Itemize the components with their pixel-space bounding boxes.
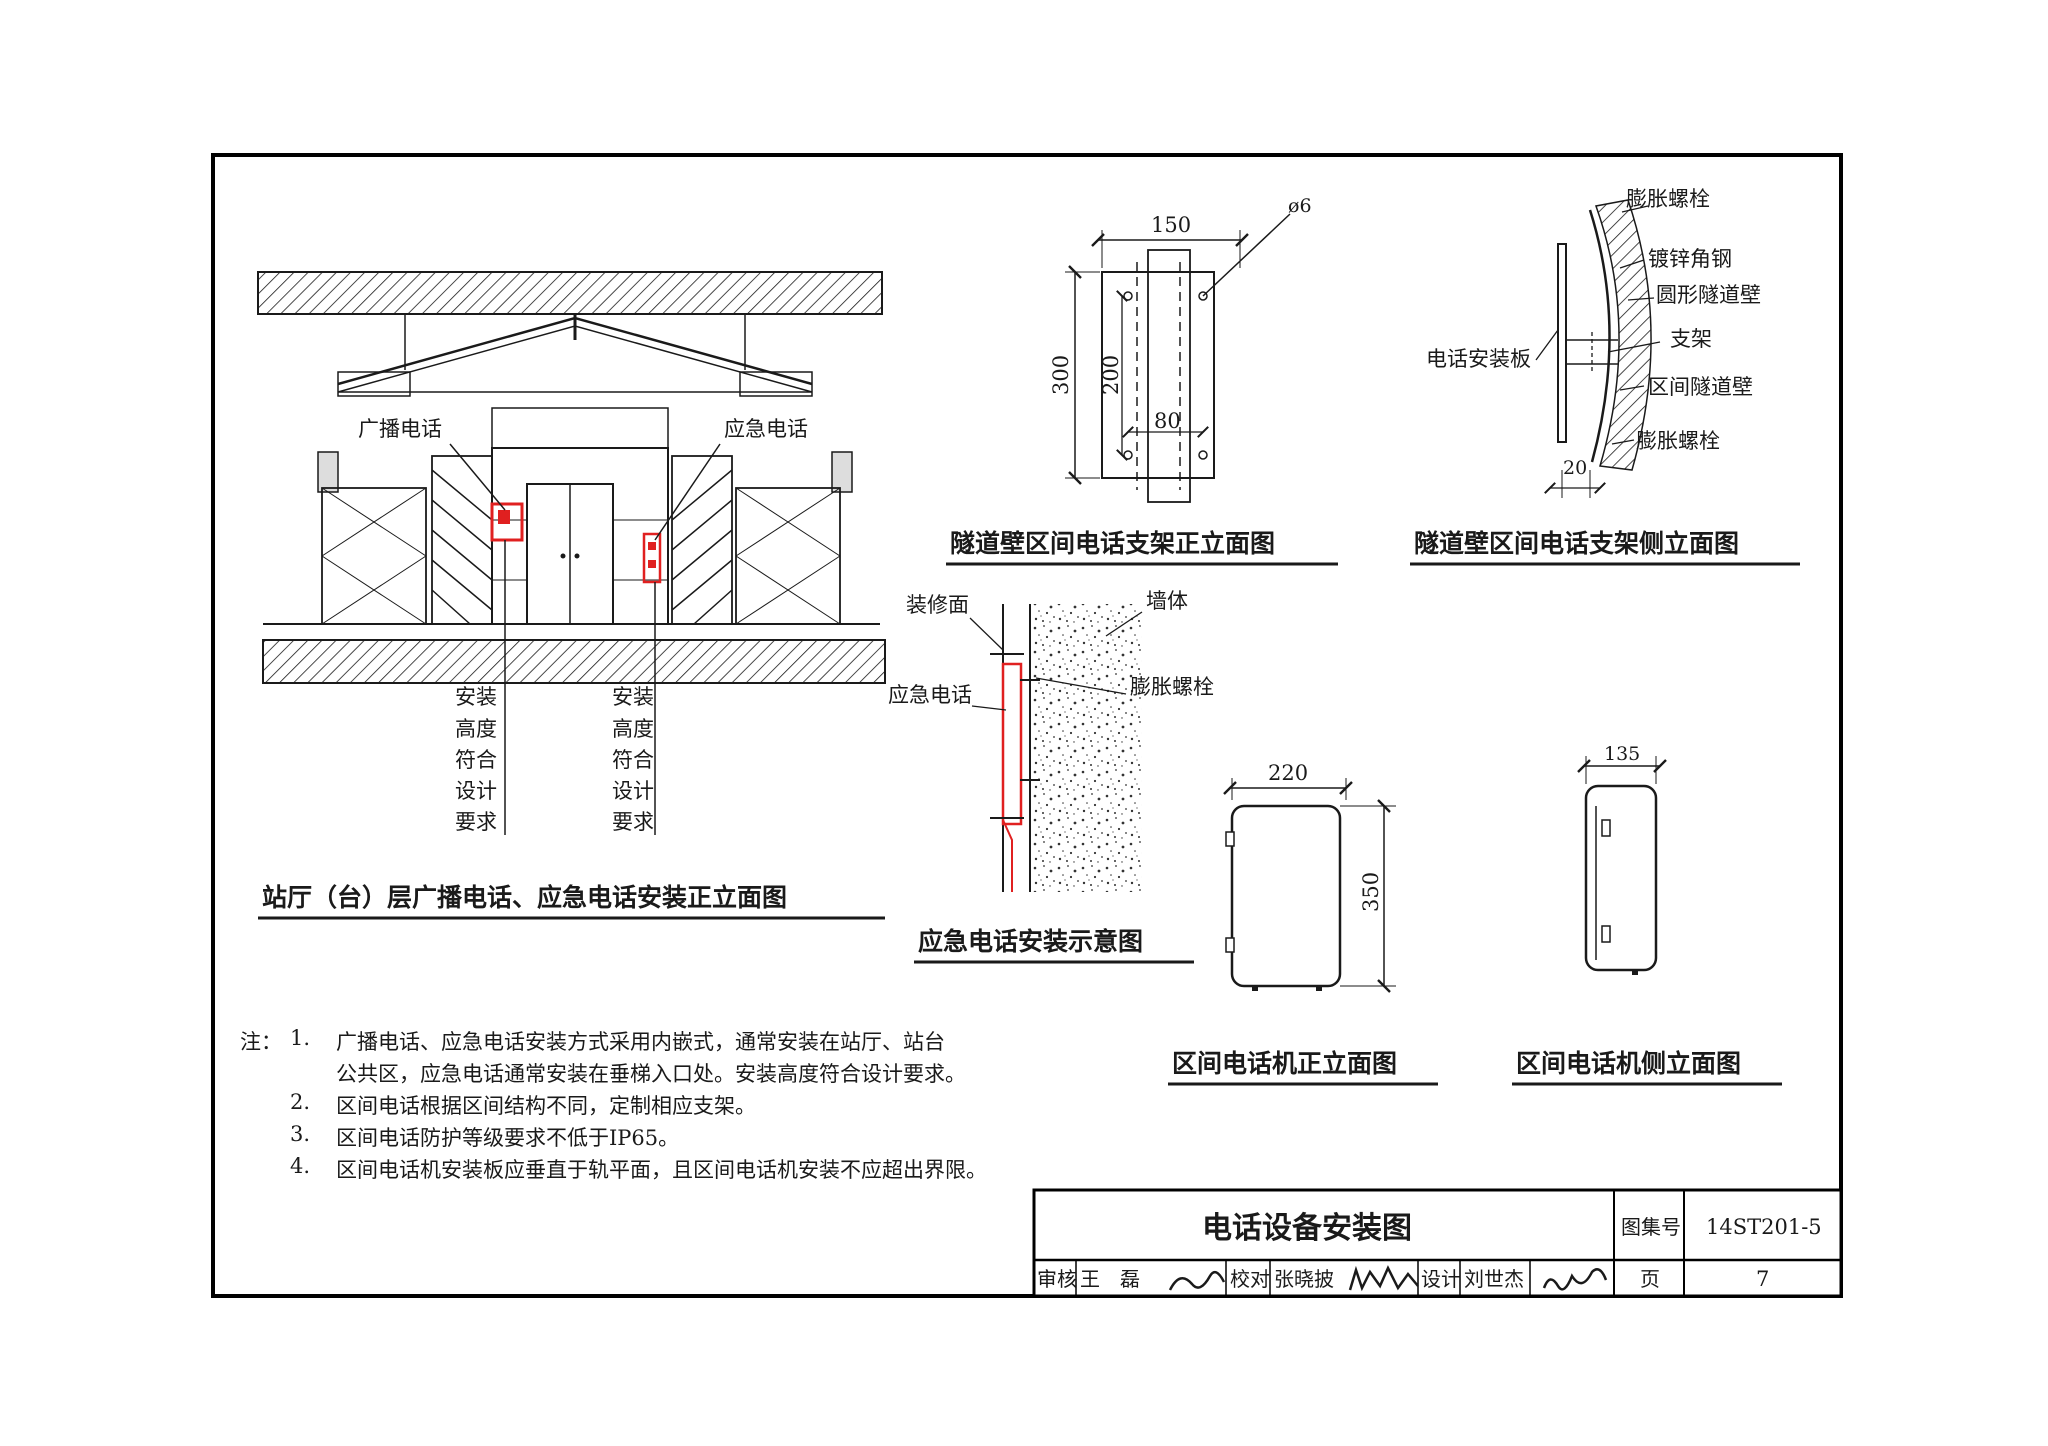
bracket-front-view: 150 ø6 300 200 80 隧道壁区间电话支架正立面图 bbox=[946, 195, 1338, 566]
note-3-line-1: 区间电话防护等级要求不低于IP65。 bbox=[336, 1126, 680, 1150]
page-label: 页 bbox=[1640, 1267, 1660, 1291]
checker-signature bbox=[1348, 1265, 1419, 1292]
dim-hole-dia: ø6 bbox=[1288, 195, 1312, 217]
floor-slab bbox=[262, 639, 886, 684]
dim-gap-20: 20 bbox=[1563, 457, 1587, 479]
label-wall: 墙体 bbox=[1146, 589, 1188, 613]
atlas-number: 14ST201-5 bbox=[1706, 1215, 1822, 1239]
drawing-title: 电话设备安装图 bbox=[1202, 1211, 1412, 1246]
check-label: 校对 bbox=[1230, 1267, 1270, 1291]
atlas-label: 图集号 bbox=[1621, 1215, 1681, 1239]
label-tunnel-wall: 圆形隧道壁 bbox=[1656, 283, 1761, 307]
bracket-side-view: 20 膨胀螺栓 镀锌角钢 圆形隧道壁 支架 区间隧道壁 膨胀螺栓 电话安装板 隧… bbox=[1410, 187, 1800, 566]
page-number: 7 bbox=[1756, 1267, 1769, 1291]
reviewer-signature bbox=[1168, 1270, 1226, 1291]
designer-name: 刘世杰 bbox=[1464, 1267, 1524, 1291]
phone-front-body bbox=[1230, 804, 1342, 988]
ceiling-slab bbox=[257, 271, 883, 315]
title-block: 电话设备安装图 图集号 14ST201-5 审核 王 磊 校对 张晓披 设计 刘… bbox=[1032, 1188, 1843, 1298]
dim-width-150: 150 bbox=[1151, 213, 1191, 237]
phone-front-view: 220 350 区间电话机正立面图 bbox=[1168, 761, 1438, 1086]
phone-side-view: 135 区间电话机侧立面图 bbox=[1512, 743, 1782, 1086]
label-support: 支架 bbox=[1670, 327, 1712, 351]
emergency-install-title: 应急电话安装示意图 bbox=[918, 927, 1143, 956]
label-broadcast-phone: 广播电话 bbox=[358, 417, 442, 441]
design-label: 设计 bbox=[1421, 1267, 1461, 1291]
label-bolt-top: 膨胀螺栓 bbox=[1626, 187, 1710, 211]
label-emergency-phone: 应急电话 bbox=[724, 417, 808, 441]
review-label: 审核 bbox=[1037, 1267, 1077, 1291]
label-bolt-bottom: 膨胀螺栓 bbox=[1636, 429, 1720, 453]
dim-hole-spacing-200: 200 bbox=[1099, 355, 1123, 395]
dim-height-300: 300 bbox=[1049, 355, 1073, 395]
label-section-wall: 区间隧道壁 bbox=[1648, 375, 1753, 399]
install-note-left: 安装 高度 符合 设计 要求 bbox=[455, 685, 497, 834]
svg-text:高度: 高度 bbox=[455, 717, 497, 741]
phone-side-body bbox=[1584, 784, 1658, 972]
note-4-line-1: 区间电话机安装板应垂直于轨平面，且区间电话机安装不应超出界限。 bbox=[336, 1158, 987, 1182]
svg-text:要求: 要求 bbox=[455, 810, 497, 834]
svg-text:设计: 设计 bbox=[455, 779, 497, 803]
note-2-line-1: 区间电话根据区间结构不同，定制相应支架。 bbox=[336, 1094, 756, 1118]
broadcast-phone-mark bbox=[490, 502, 524, 542]
note-2-num: 2. bbox=[290, 1090, 311, 1114]
designer-signature bbox=[1542, 1268, 1608, 1291]
emergency-install-view: 装修面 墙体 膨胀螺栓 应急电话 应急电话安装示意图 bbox=[888, 589, 1214, 964]
label-finish-surface: 装修面 bbox=[906, 593, 969, 617]
bracket-side-title: 隧道壁区间电话支架侧立面图 bbox=[1414, 529, 1739, 558]
install-note-right: 安装 高度 符合 设计 要求 bbox=[612, 685, 654, 834]
note-4-num: 4. bbox=[290, 1154, 311, 1178]
note-1-line-2: 公共区，应急电话通常安装在垂梯入口处。安装高度符合设计要求。 bbox=[336, 1062, 966, 1086]
emergency-phone-body bbox=[1001, 662, 1023, 826]
svg-text:设计: 设计 bbox=[612, 779, 654, 803]
note-3-num: 3. bbox=[290, 1122, 311, 1146]
note-1-line-1: 广播电话、应急电话安装方式采用内嵌式，通常安装在站厅、站台 bbox=[336, 1030, 945, 1054]
bracket-front-title: 隧道壁区间电话支架正立面图 bbox=[950, 529, 1275, 558]
station-view-title: 站厅（台）层广播电话、应急电话安装正立面图 bbox=[262, 883, 787, 912]
label-angle-steel: 镀锌角钢 bbox=[1648, 247, 1732, 271]
note-1-num: 1. bbox=[290, 1026, 311, 1050]
notes-heading: 注： bbox=[240, 1030, 282, 1054]
svg-text:高度: 高度 bbox=[612, 717, 654, 741]
label-mount-plate: 电话安装板 bbox=[1426, 347, 1531, 371]
label-emergency-phone-2: 应急电话 bbox=[888, 683, 972, 707]
emergency-phone-mark bbox=[642, 532, 662, 584]
dim-phone-depth-135: 135 bbox=[1604, 743, 1640, 765]
dim-phone-height-350: 350 bbox=[1359, 872, 1383, 912]
wall-body bbox=[1030, 604, 1142, 892]
svg-text:符合: 符合 bbox=[455, 748, 497, 772]
phone-front-title: 区间电话机正立面图 bbox=[1172, 1049, 1397, 1078]
dim-hole-spacing-80: 80 bbox=[1154, 409, 1181, 433]
sheet-frame bbox=[211, 153, 1843, 1298]
svg-text:安装: 安装 bbox=[455, 685, 497, 709]
phone-side-title: 区间电话机侧立面图 bbox=[1516, 1049, 1741, 1078]
svg-text:要求: 要求 bbox=[612, 810, 654, 834]
checker-name: 张晓披 bbox=[1274, 1267, 1334, 1291]
svg-text:安装: 安装 bbox=[612, 685, 654, 709]
dim-phone-width-220: 220 bbox=[1268, 761, 1308, 785]
station-elevation: 广播电话 应急电话 安装 高度 符合 设计 要求 安装 高度 符合 设计 要求 … bbox=[257, 271, 886, 920]
label-bolt: 膨胀螺栓 bbox=[1130, 675, 1214, 699]
svg-text:符合: 符合 bbox=[612, 748, 654, 772]
reviewer-name: 王 磊 bbox=[1080, 1267, 1140, 1291]
